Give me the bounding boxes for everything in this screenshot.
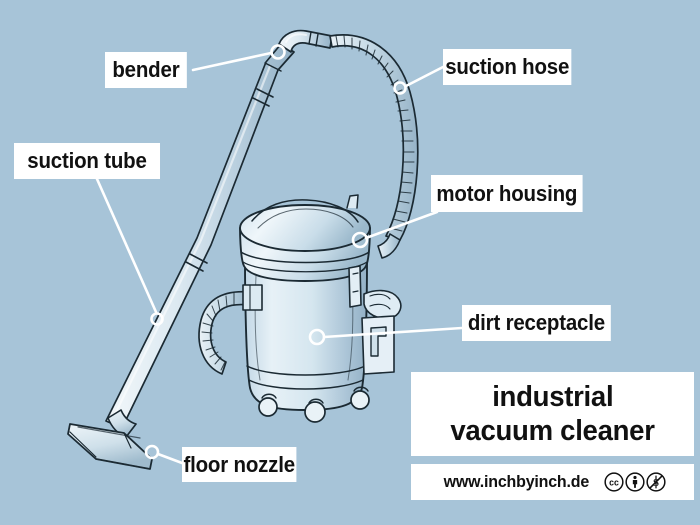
cc-nc-badge-icon: S — [646, 472, 666, 492]
side-hose-art — [198, 284, 263, 375]
callout-label-suction-tube: suction tube — [14, 143, 161, 179]
title-line-1: industrial — [491, 380, 614, 413]
title-plate: industrial vacuum cleaner — [411, 372, 694, 456]
leader-suction-tube — [95, 177, 158, 314]
licence-badges: cc S — [604, 472, 666, 492]
castor-wheels-art — [258, 386, 370, 423]
callout-markers — [144, 44, 407, 460]
bender-art — [278, 29, 333, 53]
footer-plate: www.inchbyinch.de cc S — [411, 464, 694, 500]
callout-label-bender-text: bender — [112, 57, 180, 82]
callout-label-suction-hose-text: suction hose — [445, 54, 570, 79]
leader-floor-nozzle — [156, 452, 184, 465]
title-line-2: vacuum cleaner — [450, 415, 655, 447]
marker-dirt-receptacle — [308, 328, 326, 346]
marker-suction-tube — [150, 312, 164, 326]
accessory-holder-art — [361, 289, 402, 375]
marker-bender — [270, 44, 286, 60]
callout-label-motor-housing-text: motor housing — [436, 180, 578, 206]
cc-badge-icon: cc — [604, 472, 624, 492]
cc-by-badge-icon — [625, 472, 645, 492]
floor-nozzle-art — [67, 409, 153, 470]
artwork-ink — [67, 29, 419, 470]
callout-label-suction-tube-text: suction tube — [27, 148, 147, 173]
marker-suction-hose — [393, 81, 407, 95]
website-url: www.inchbyinch.de — [443, 472, 590, 491]
leader-motor-housing — [364, 210, 439, 240]
callout-label-bender: bender — [105, 52, 187, 88]
callout-leaders — [95, 51, 464, 465]
dirt-receptacle-art — [244, 261, 368, 411]
leader-bender — [191, 51, 273, 72]
leader-dirt-receptacle — [322, 326, 464, 339]
motor-housing-art — [239, 194, 371, 282]
leader-suction-hose — [404, 65, 445, 88]
marker-motor-housing — [351, 231, 369, 249]
callout-label-suction-hose: suction hose — [443, 49, 572, 85]
svg-text:cc: cc — [609, 478, 619, 488]
callout-label-motor-housing: motor housing — [431, 175, 583, 212]
callout-label-dirt-receptacle-text: dirt receptacle — [467, 310, 605, 335]
callout-label-floor-nozzle: floor nozzle — [182, 447, 297, 482]
callout-label-floor-nozzle-text: floor nozzle — [183, 451, 295, 477]
latch-art — [348, 265, 362, 308]
marker-floor-nozzle — [144, 444, 160, 460]
callout-label-dirt-receptacle: dirt receptacle — [462, 305, 611, 341]
suction-tube-art — [105, 43, 295, 429]
